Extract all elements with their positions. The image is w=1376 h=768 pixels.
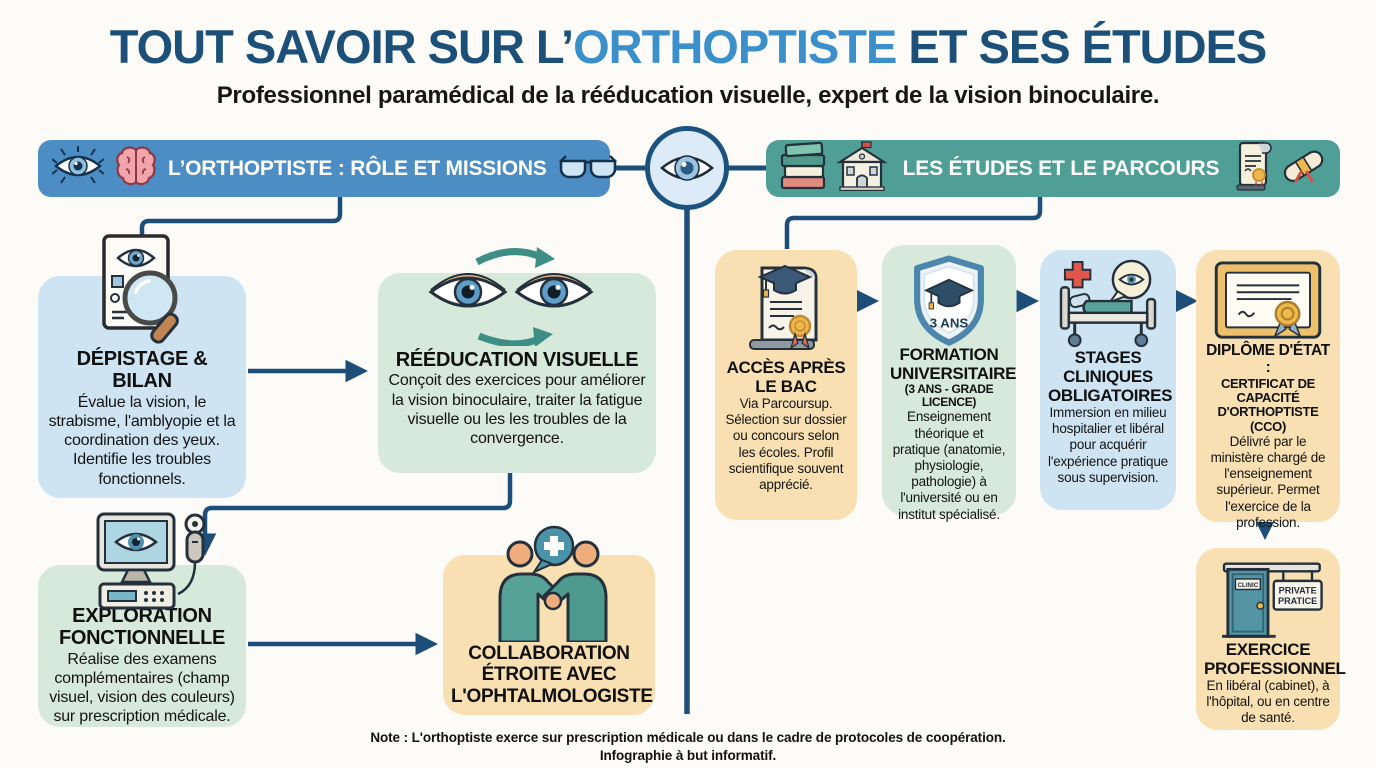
box-exercice-title: EXERCICE PROFESSIONNEL (1204, 640, 1346, 679)
clinic-door-sign-icon: CLINIC PRIVATE PRATICE (1210, 556, 1326, 649)
monitor-eye-probe-icon (92, 512, 214, 617)
box-acces-body: Via Parcoursup. Sélection sur dossier ou… (725, 396, 847, 492)
sign-line2-text: PRATICE (1278, 596, 1317, 606)
eye-lashes-icon (51, 145, 105, 192)
box-formation-subtitle: (3 ANS - GRADE LICENCE) (904, 382, 994, 410)
sign-line1-text: PRIVATE (1279, 585, 1317, 595)
box-stages-cliniques: STAGES CLINIQUES OBLIGATOIRES Immersion … (1040, 250, 1176, 510)
footer-note: Note : L'orthoptiste exerce sur prescrip… (0, 729, 1376, 765)
title-prefix: TOUT SAVOIR SUR L’ (109, 20, 574, 73)
scroll-graduation-cap-icon (738, 260, 834, 363)
footer-note-line2: Infographie à but informatif. (599, 748, 777, 764)
box-formation-title: FORMATION UNIVERSITAIRE (890, 345, 1017, 384)
box-collaboration-title: COLLABORATION ÉTROITE AVEC L'OPHTALMOLOG… (451, 643, 653, 707)
box-formation-universitaire: FORMATION UNIVERSITAIRE (3 ANS - GRADE L… (882, 245, 1017, 522)
glasses-icon (557, 153, 619, 185)
school-building-icon (836, 141, 888, 196)
title-suffix: ET SES ÉTUDES (896, 20, 1267, 73)
banner-etudes-parcours: LES ÉTUDES ET LE PARCOURS (766, 140, 1340, 197)
box-reeducation-title: RÉÉDUCATION VISUELLE (395, 349, 639, 371)
box-reeducation-visuelle: RÉÉDUCATION VISUELLE Conçoit des exercic… (378, 273, 656, 473)
box-stages-body: Immersion en milieu hospitalier et libér… (1048, 405, 1168, 485)
page-subtitle: Professionnel paramédical de la rééducat… (216, 82, 1160, 109)
banner-etudes-parcours-title: LES ÉTUDES ET LE PARCOURS (902, 156, 1220, 180)
footer-note-line1: Note : L'orthoptiste exerce sur prescrip… (370, 730, 1006, 745)
handshake-medical-icon (484, 524, 614, 647)
box-depistage-title: DÉPISTAGE & BILAN (76, 348, 208, 393)
box-depistage-body: Évalue la vision, le strabisme, l'amblyo… (48, 393, 236, 488)
box-exercice-body: En libéral (cabinet), à l'hôpital, ou en… (1206, 678, 1330, 726)
shield-badge-text: 3 ANS (930, 316, 969, 331)
eye-node-icon (645, 126, 729, 210)
eyes-cycle-arrows-icon (425, 246, 597, 351)
banner-role-missions: L’ORTHOPTISTE : RÔLE ET MISSIONS (38, 140, 617, 197)
box-formation-body: Enseignement théorique et pratique (anat… (892, 409, 1006, 522)
box-collaboration-ophtalmologiste: COLLABORATION ÉTROITE AVEC L'OPHTALMOLOG… (443, 555, 655, 715)
box-exploration-title: EXPLORATION FONCTIONNELLE (58, 605, 226, 650)
certificate-scroll-icon (1234, 140, 1272, 197)
books-stack-icon (780, 141, 826, 196)
box-acces-title: ACCÈS APRÈS LE BAC (726, 358, 846, 397)
framed-certificate-icon (1213, 260, 1323, 349)
box-diplome-subtitle: CERTIFICAT DE CAPACITÉ D'ORTHOPTISTE (CC… (1217, 375, 1319, 434)
box-diplome-body: Délivré par le ministère chargé de l'ens… (1210, 433, 1326, 530)
document-eye-magnifier-icon (84, 234, 200, 354)
box-stages-title: STAGES CLINIQUES OBLIGATOIRES (1048, 348, 1173, 406)
title-highlight: ORTHOPTISTE (573, 20, 897, 73)
box-exploration-body: Réalise des examens complémentaires (cha… (49, 650, 235, 726)
hospital-bed-eye-icon (1053, 258, 1163, 357)
door-label-text: CLINIC (1238, 582, 1259, 589)
diploma-roll-icon (1282, 143, 1326, 194)
box-diplome-title: DIPLÔME D'ÉTAT : (1206, 342, 1330, 377)
banner-role-missions-title: L’ORTHOPTISTE : RÔLE ET MISSIONS (168, 156, 547, 180)
box-reeducation-body: Conçoit des exercices pour améliorer la … (388, 372, 646, 447)
brain-icon (114, 145, 158, 192)
page-title: TOUT SAVOIR SUR L’ORTHOPTISTE ET SES ÉTU… (0, 20, 1376, 74)
shield-graduation-cap-icon: 3 ANS (900, 255, 998, 352)
